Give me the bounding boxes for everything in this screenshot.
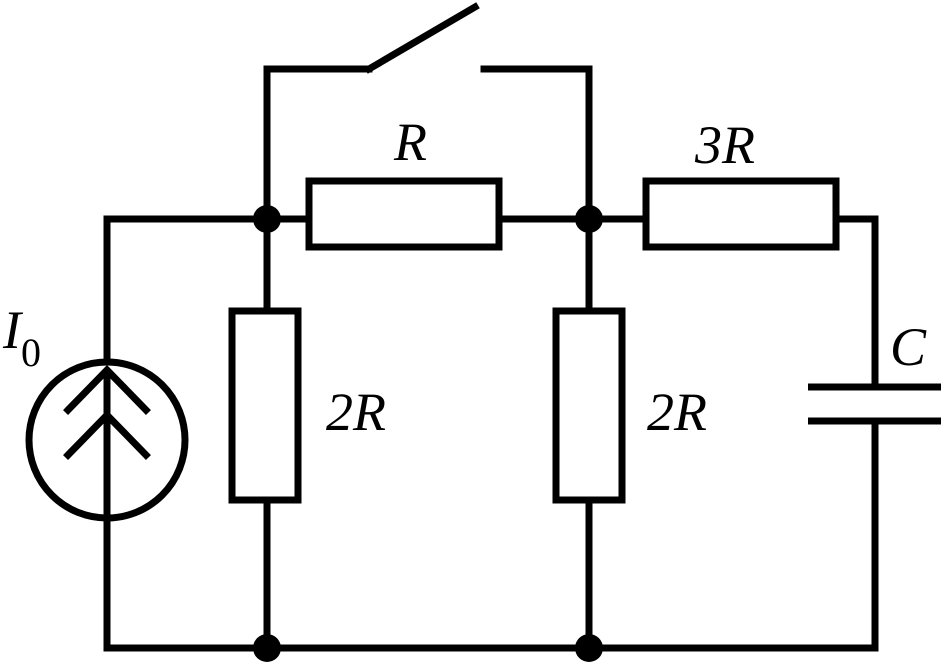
node-top-left [253,205,281,233]
resistor-3r [642,177,840,251]
wire-bottom-rail [103,420,879,652]
label-i0-sub: 0 [21,330,41,375]
wire-3r-to-capacitor [832,215,879,389]
label-2r-left: 2R [326,382,386,442]
resistor-2r-middle [552,307,626,504]
current-source-arrow-head-upper [63,364,151,415]
resistor-2r-left [228,307,302,504]
label-c: C [890,317,927,377]
wires [103,65,879,652]
node-bottom-left [253,634,281,662]
resistor-r [305,177,503,251]
switch-blade [364,2,480,74]
label-3r: 3R [694,115,755,175]
node-top-middle [575,205,603,233]
wire-switch-left [263,65,373,223]
label-i0-main: I [2,300,24,360]
label-i0: I0 [2,300,41,375]
node-bottom-middle [575,634,603,662]
label-r: R [393,112,427,172]
label-2r-middle: 2R [647,382,707,442]
wire-switch-right [480,65,593,223]
current-source [25,358,189,522]
current-source-arrow-head-lower [63,409,151,460]
